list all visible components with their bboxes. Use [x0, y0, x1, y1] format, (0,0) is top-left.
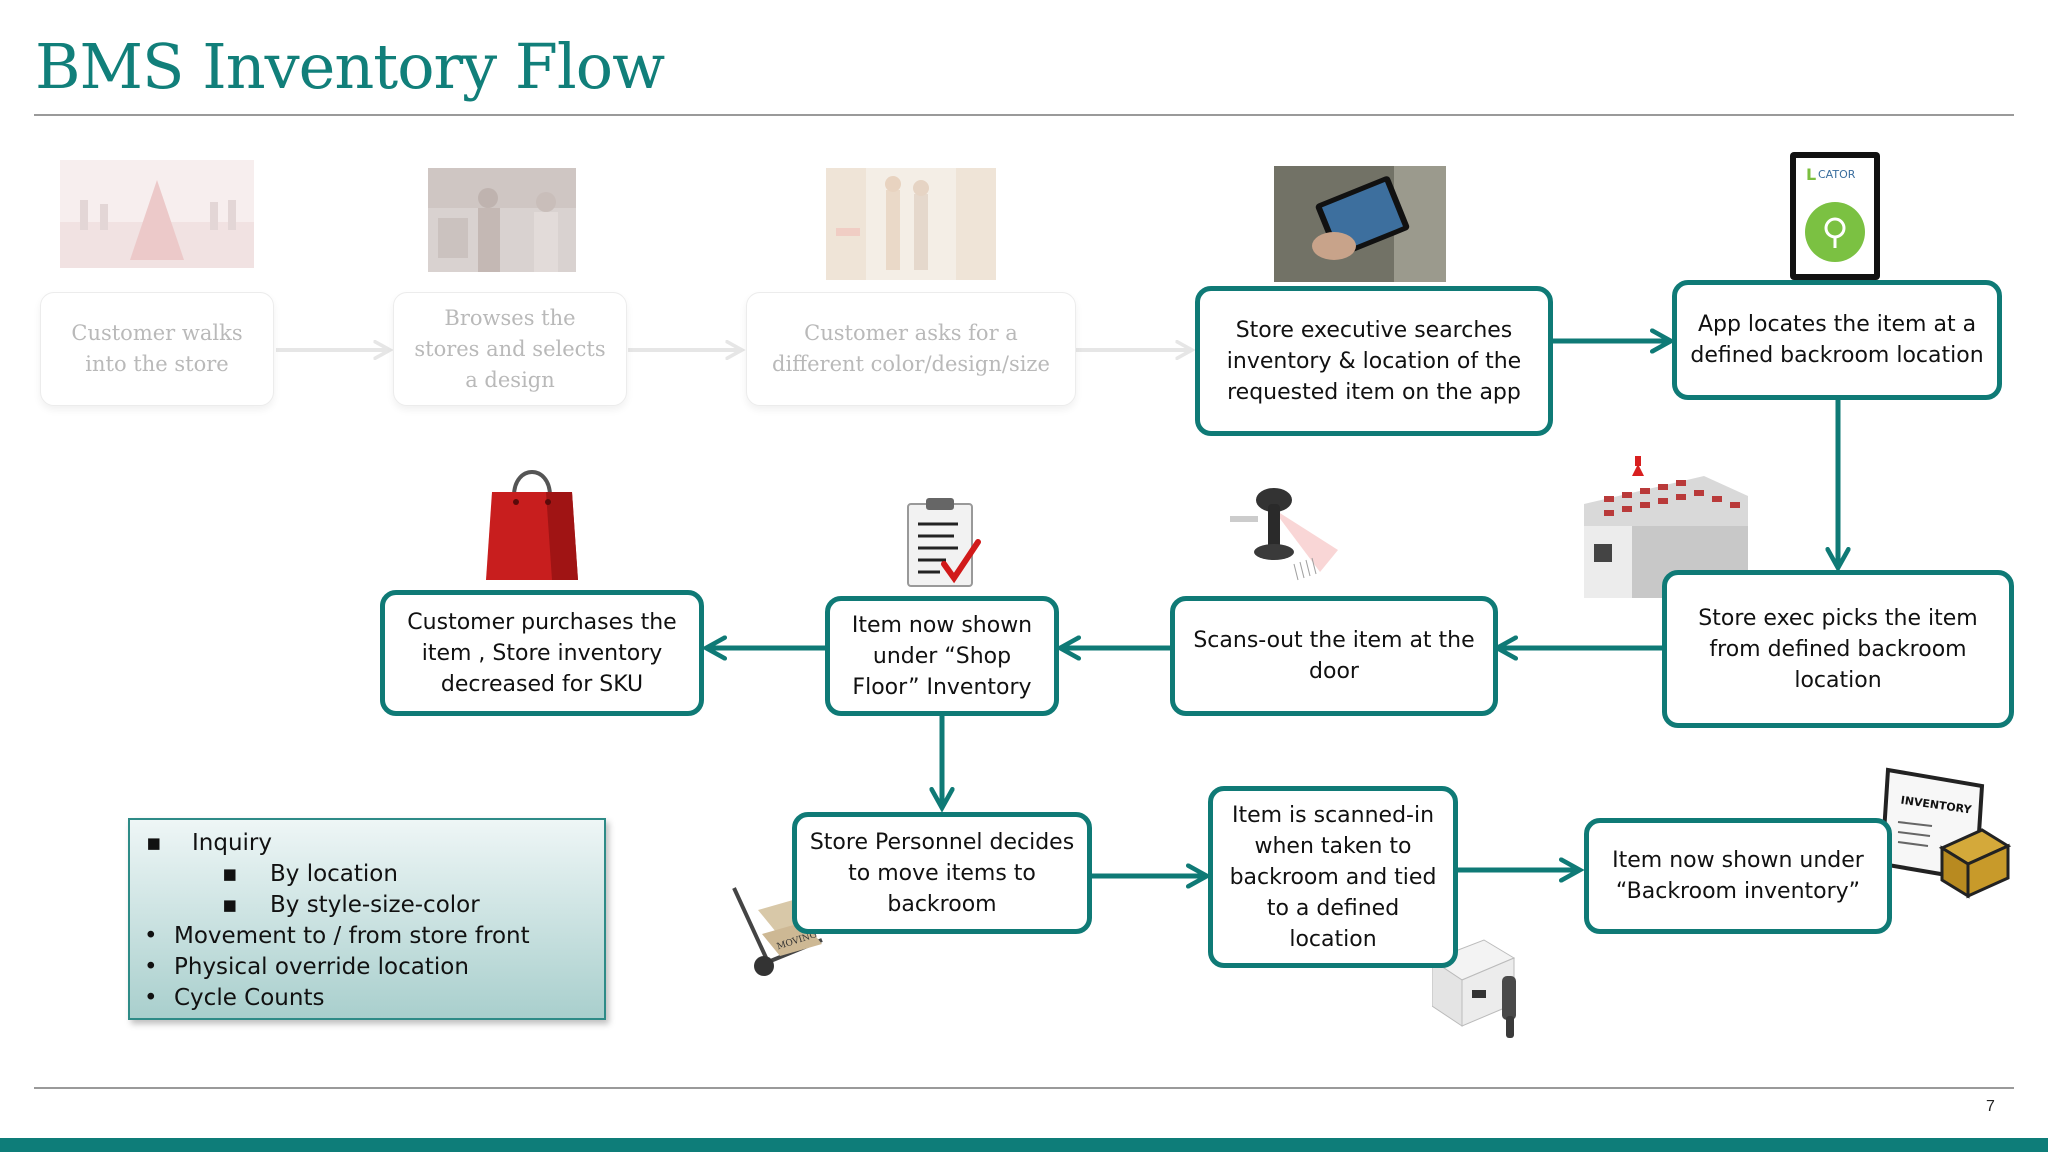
- step-text: when taken to: [1254, 833, 1412, 859]
- step-text: inventory & location of the: [1226, 348, 1522, 374]
- legend-item: ▪ By location: [130, 859, 604, 890]
- title-rule: [34, 114, 2014, 116]
- step-text: Item is scanned-in: [1231, 802, 1435, 828]
- bullet-icon: ▪: [222, 892, 238, 918]
- tablet-in-hand-image: [1274, 166, 1446, 282]
- legend-item-text: By location: [270, 861, 398, 887]
- step-text: backroom and tied: [1229, 864, 1437, 890]
- barcode-scanner-image: [1230, 488, 1338, 581]
- step-exec-picks: Store exec picks the item from defined ba…: [1662, 570, 2014, 728]
- step-text: a design: [465, 367, 555, 392]
- legend-item-text: Cycle Counts: [174, 985, 325, 1011]
- step-text: Item now shown: [851, 612, 1033, 638]
- step-text: backroom: [887, 891, 997, 917]
- step-text: decreased for SKU: [440, 671, 644, 697]
- step-customer-walks: Customer walks into the store: [40, 292, 274, 406]
- bullet-icon: ▪: [222, 861, 238, 887]
- legend-item-text: Physical override location: [174, 954, 469, 980]
- step-text: item , Store inventory: [421, 640, 663, 666]
- step-text: Browses the: [444, 305, 576, 330]
- step-text: App locates the item at a: [1697, 312, 1977, 337]
- step-text: Store executive searches: [1235, 317, 1513, 343]
- locator-logo-text: L: [1806, 165, 1816, 184]
- footer-rule: [34, 1087, 2014, 1089]
- step-scanned-in: Item is scanned-in when taken to backroom …: [1208, 786, 1458, 968]
- legend-item: • Cycle Counts: [130, 983, 604, 1014]
- step-text: Scans-out the item at the: [1193, 628, 1475, 653]
- legend-item: • Physical override location: [130, 952, 604, 983]
- step-browses-store: Browses the stores and selects a design: [393, 292, 627, 406]
- step-text: Customer purchases the: [407, 609, 677, 635]
- step-text: under “Shop: [872, 643, 1012, 669]
- page-number: 7: [1986, 1098, 1995, 1115]
- step-text: from defined backroom: [1709, 636, 1967, 662]
- step-text: Customer walks: [71, 321, 243, 345]
- shopping-bag-image: [486, 470, 578, 580]
- step-text: door: [1309, 659, 1359, 684]
- legend-item-text: Inquiry: [192, 830, 272, 856]
- store-aisle-image: [826, 168, 996, 280]
- features-legend: ▪ Inquiry ▪ By location ▪ By style-size-col…: [128, 818, 606, 1020]
- store-entrance-image: [60, 160, 254, 268]
- step-text: different color/design/size: [772, 352, 1050, 376]
- step-text: to a defined: [1266, 895, 1400, 921]
- step-text: to move items to: [848, 860, 1036, 886]
- step-text: stores and selects: [414, 336, 606, 361]
- locator-app-image: L CATOR: [1790, 152, 1880, 280]
- hand-truck-boxes-image: MOVING: [732, 887, 823, 976]
- bullet-icon: •: [144, 985, 158, 1011]
- bottom-bar: [0, 1138, 2048, 1152]
- step-personnel-decides: Store Personnel decides to move items to b…: [792, 812, 1092, 934]
- step-text: location: [1289, 926, 1377, 952]
- step-scans-out: Scans-out the item at the door: [1170, 596, 1498, 716]
- checklist-clipboard-image: [907, 498, 981, 587]
- step-text: Store exec picks the item: [1698, 605, 1978, 631]
- step-text: into the store: [85, 352, 229, 376]
- legend-item: • Movement to / from store front: [130, 921, 604, 952]
- legend-item: ▪ By style-size-color: [130, 890, 604, 921]
- bullet-icon: •: [144, 954, 158, 980]
- step-text: defined backroom location: [1690, 343, 1984, 368]
- step-text: Floor” Inventory: [852, 674, 1032, 700]
- step-customer-purchases: Customer purchases the item , Store inven…: [380, 590, 704, 716]
- shopping-couple-image: [428, 168, 576, 272]
- legend-item-text: Movement to / from store front: [174, 923, 530, 949]
- step-app-locates: App locates the item at a defined backroo…: [1672, 280, 2002, 400]
- bullet-icon: •: [144, 923, 158, 949]
- legend-item: ▪ Inquiry: [130, 828, 604, 859]
- step-text: Item now shown under: [1612, 848, 1864, 873]
- inventory-folder-box-image: INVENTORY: [1879, 767, 2012, 899]
- step-text: Customer asks for a: [804, 321, 1018, 345]
- step-backroom-inventory: Item now shown under “Backroom inventory”: [1584, 818, 1892, 934]
- bullet-icon: ▪: [146, 830, 162, 856]
- step-text: “Backroom inventory”: [1615, 879, 1861, 904]
- step-text: Store Personnel decides: [809, 829, 1075, 855]
- locator-word-text: CATOR: [1818, 168, 1856, 181]
- box-and-scanner-image: [1432, 939, 1516, 1038]
- step-text: requested item on the app: [1227, 379, 1521, 405]
- slide-title: BMS Inventory Flow: [35, 30, 665, 103]
- step-text: location: [1794, 667, 1882, 693]
- step-exec-searches: Store executive searches inventory & loca…: [1195, 286, 1553, 436]
- step-customer-asks: Customer asks for a different color/desig…: [746, 292, 1076, 406]
- legend-item-text: By style-size-color: [270, 892, 480, 918]
